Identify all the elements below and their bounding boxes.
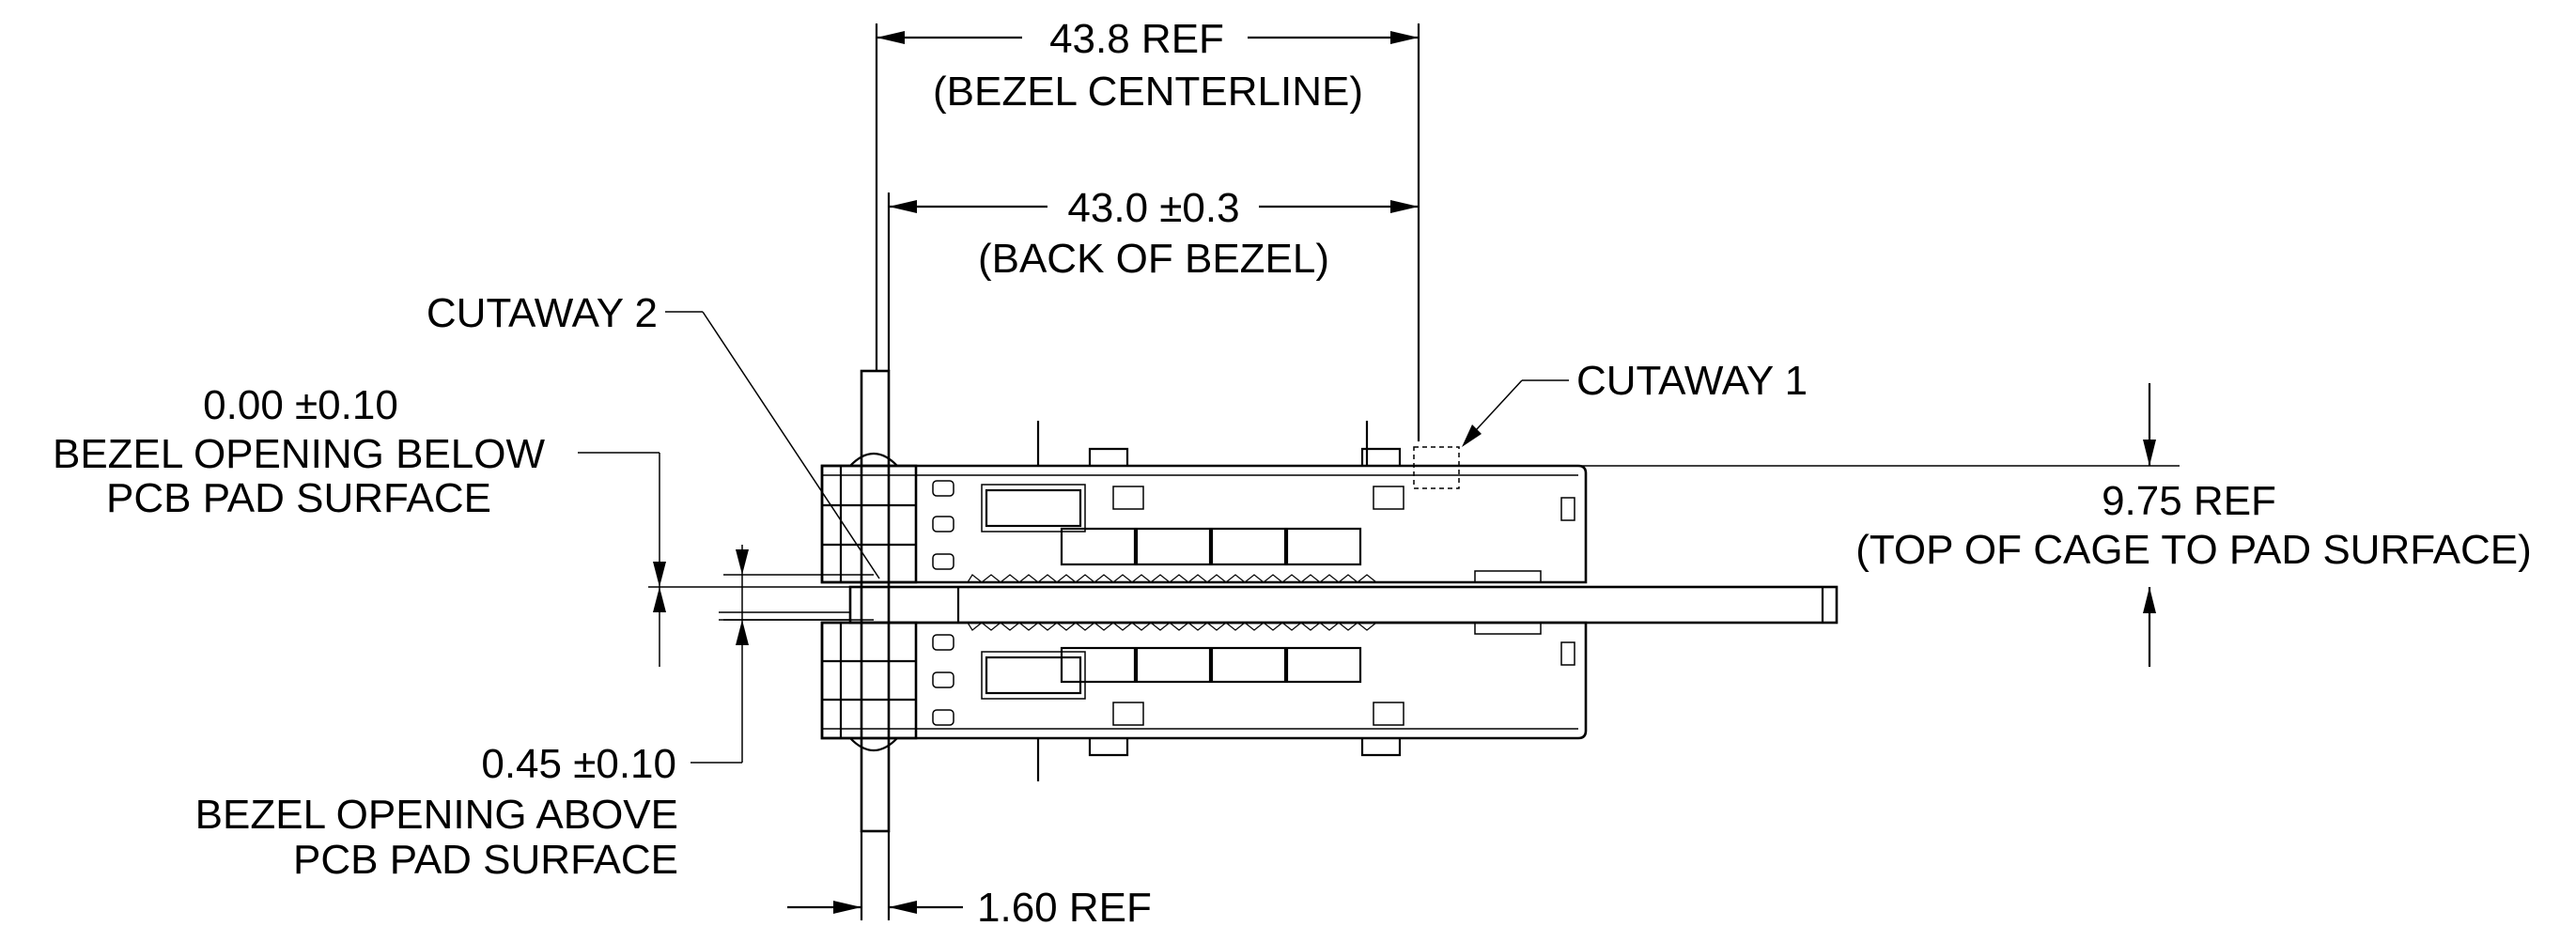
arrow-down (736, 549, 749, 575)
dim-cage-height-value: 9.75 REF (2102, 478, 2276, 524)
dim-bezel-above-line1: BEZEL OPENING ABOVE (195, 792, 678, 838)
dim-bezel-centerline-note: (BEZEL CENTERLINE) (933, 69, 1363, 115)
dim-bezel-above-line2: PCB PAD SURFACE (293, 837, 678, 883)
dim-bezel-above-value: 0.45 ±0.10 (481, 741, 676, 787)
arrow-left (877, 31, 905, 44)
arrow-left (889, 200, 917, 213)
upper-cage (820, 421, 1588, 584)
lower-cage (820, 621, 1588, 781)
arrow-callout (1462, 424, 1482, 447)
arrow-right (1390, 31, 1419, 44)
arrow-left (889, 901, 917, 914)
dim-bezel-above: 0.45 ±0.10 BEZEL OPENING ABOVE PCB PAD S… (195, 545, 874, 883)
bezel-panel (860, 369, 891, 833)
dim-bezel-below-value: 0.00 ±0.10 (203, 382, 398, 428)
dim-bezel-thickness: 1.60 REF (787, 831, 1152, 926)
arrow-up (653, 587, 666, 612)
callout-cutaway-2: CUTAWAY 2 (427, 290, 880, 579)
arrow-down (653, 562, 666, 587)
pcb (719, 585, 1839, 625)
cutaway-2-label: CUTAWAY 2 (427, 290, 658, 336)
dim-cage-height-note: (TOP OF CAGE TO PAD SURFACE) (1855, 527, 2532, 573)
arrow-down (2143, 440, 2156, 466)
cutaway-1-label: CUTAWAY 1 (1576, 358, 1808, 404)
arrow-up (2143, 587, 2156, 613)
arrow-right (833, 901, 861, 914)
arrow-up (736, 620, 749, 645)
dim-bezel-below-line1: BEZEL OPENING BELOW (53, 431, 546, 477)
dim-bezel-below: 0.00 ±0.10 BEZEL OPENING BELOW PCB PAD S… (53, 382, 874, 667)
dim-cage-height: 9.75 REF (TOP OF CAGE TO PAD SURFACE) (1461, 383, 2532, 667)
dim-back-of-bezel-note: (BACK OF BEZEL) (978, 236, 1329, 282)
arrow-right (1390, 200, 1419, 213)
dim-bezel-centerline-value: 43.8 REF (1049, 16, 1224, 62)
dim-back-of-bezel-value: 43.0 ±0.3 (1067, 185, 1239, 231)
dim-bezel-thickness-value: 1.60 REF (977, 885, 1152, 926)
dim-bezel-centerline: 43.8 REF (BEZEL CENTERLINE) (875, 16, 1420, 441)
dim-bezel-below-line2: PCB PAD SURFACE (106, 475, 491, 521)
callout-cutaway-1: CUTAWAY 1 (1413, 358, 1808, 489)
dim-back-of-bezel: 43.0 ±0.3 (BACK OF BEZEL) (887, 185, 1419, 371)
